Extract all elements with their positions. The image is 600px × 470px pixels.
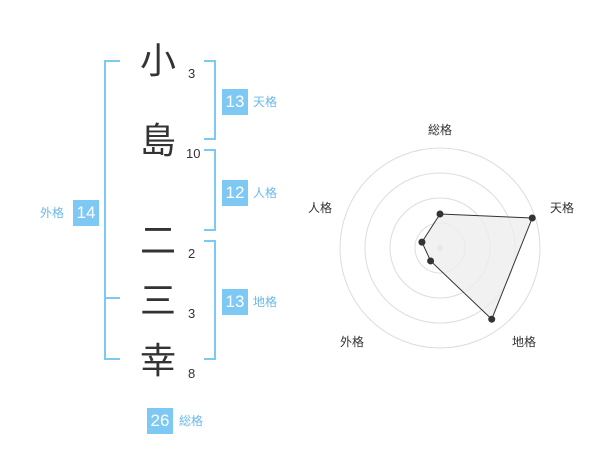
jinkaku-badge: 12 bbox=[222, 180, 248, 206]
radar-point-1 bbox=[436, 210, 444, 218]
gaikaku-label: 外格 bbox=[40, 206, 65, 220]
radar-axis-label-4: 外格 bbox=[340, 334, 364, 349]
radar-point-4 bbox=[427, 257, 435, 265]
radar-points bbox=[418, 210, 536, 323]
stroke-count-3: 2 bbox=[188, 246, 196, 261]
stroke-count-2: 10 bbox=[186, 146, 201, 161]
tenkaku-label: 天格 bbox=[253, 95, 278, 109]
chikaku-badge: 13 bbox=[222, 289, 248, 315]
radar-axis-label-5: 人格 bbox=[308, 200, 332, 215]
gaikaku-bracket-divider bbox=[104, 297, 120, 299]
soukaku-label: 総格 bbox=[179, 414, 204, 428]
radar-point-2 bbox=[528, 214, 536, 222]
radar-point-5 bbox=[418, 238, 426, 246]
radar-point-3 bbox=[488, 315, 496, 323]
name-char-5: 幸 bbox=[140, 341, 177, 382]
jinkaku-bracket bbox=[204, 149, 216, 231]
stroke-count-5: 8 bbox=[188, 366, 196, 381]
jinkaku-label: 人格 bbox=[253, 186, 278, 200]
stroke-count-4: 3 bbox=[188, 306, 196, 321]
tenkaku-bracket bbox=[204, 60, 216, 140]
chikaku-label: 地格 bbox=[253, 295, 278, 309]
gaikaku-badge: 14 bbox=[73, 200, 99, 226]
soukaku-badge: 26 bbox=[147, 408, 173, 434]
radar-area bbox=[421, 213, 533, 321]
gaikaku-bracket bbox=[104, 60, 120, 360]
name-char-3: 二 bbox=[140, 221, 177, 262]
name-char-2: 島 bbox=[140, 121, 177, 162]
name-char-4: 三 bbox=[140, 281, 177, 322]
radar-grid-ring-4 bbox=[339, 147, 541, 349]
radar-axis-label-2: 天格 bbox=[550, 200, 574, 215]
tenkaku-badge: 13 bbox=[222, 89, 248, 115]
radar-axis-label-3: 地格 bbox=[512, 334, 536, 349]
radar-axis-label-1: 総格 bbox=[428, 122, 452, 137]
stroke-count-1: 3 bbox=[188, 66, 196, 81]
chikaku-bracket bbox=[204, 240, 216, 360]
name-char-1: 小 bbox=[140, 41, 177, 82]
